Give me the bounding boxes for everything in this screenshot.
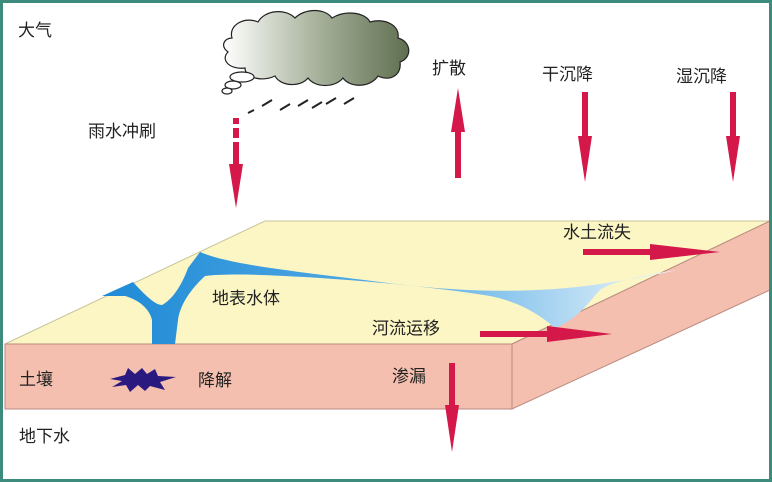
diffusion-up-arrow <box>451 88 465 178</box>
dry-deposition-arrow <box>578 92 592 182</box>
label-rain-wash: 雨水冲刷 <box>88 122 156 142</box>
degradation-burst-icon <box>110 368 176 392</box>
label-river-transport: 河流运移 <box>372 319 440 339</box>
soil-front-face <box>4 343 513 410</box>
label-diffusion: 扩散 <box>432 59 466 79</box>
cloud-icon <box>221 9 410 95</box>
wet-deposition-arrow <box>726 92 740 182</box>
label-groundwater: 地下水 <box>19 427 70 447</box>
label-atmosphere: 大气 <box>18 21 52 41</box>
rain-wash-arrow <box>229 118 243 208</box>
label-soil: 土壤 <box>19 369 53 390</box>
label-degradation: 降解 <box>198 371 232 391</box>
label-surface-water: 地表水体 <box>212 289 280 309</box>
leakage-arrow <box>445 363 459 452</box>
label-leakage: 渗漏 <box>392 367 426 387</box>
surface-water-river <box>102 252 676 344</box>
river-transport-arrow <box>480 326 612 342</box>
label-soil-erosion: 水土流失 <box>563 223 631 243</box>
rain-dashes <box>247 97 355 114</box>
label-dry-deposition: 干沉降 <box>542 65 593 85</box>
soil-erosion-arrow <box>583 244 720 260</box>
label-wet-deposition: 湿沉降 <box>676 67 727 87</box>
